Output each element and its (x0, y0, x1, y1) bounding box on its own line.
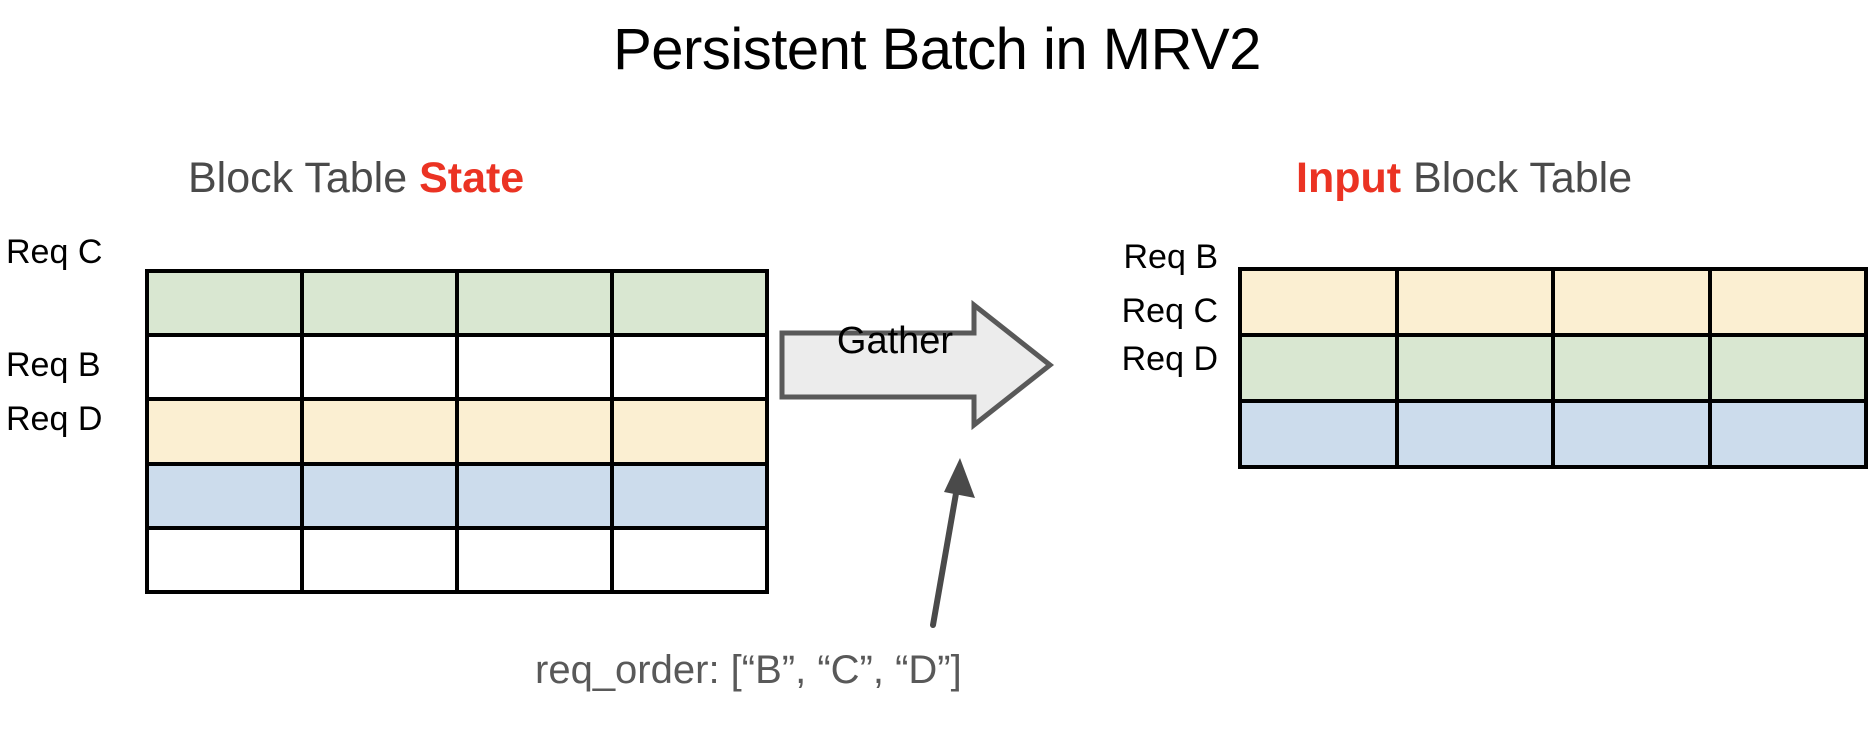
gather-arrow-polygon (779, 299, 1055, 431)
connector-arrowhead (944, 458, 975, 498)
state-cell-r4c0 (149, 529, 300, 590)
input-row-label-0: Req B (1123, 238, 1219, 276)
state-cell-r1c1 (304, 337, 455, 398)
input-row-label-2: Req D (1121, 340, 1218, 378)
state-cell-r0c2 (459, 273, 610, 334)
heading-left-plain: Block Table (188, 154, 420, 202)
req-order-caption: req_order: [“B”, “C”, “D”] (535, 648, 962, 692)
input-cell-r0c2 (1555, 271, 1708, 333)
state-row-label-2: Req B (6, 346, 101, 384)
input-cell-r1c2 (1555, 337, 1708, 399)
state-cell-r0c0 (149, 273, 300, 334)
input-row-label-1: Req C (1121, 292, 1218, 330)
input-cell-r1c3 (1711, 337, 1864, 399)
block-table-input (1238, 267, 1868, 469)
state-cell-r1c2 (459, 337, 610, 398)
state-cell-r2c1 (304, 401, 455, 462)
state-cell-r2c3 (614, 401, 765, 462)
req-order-connector-arrow (930, 458, 975, 628)
input-cell-r2c3 (1711, 403, 1864, 465)
state-row-label-0: Req C (6, 233, 103, 271)
input-cell-r1c1 (1398, 337, 1551, 399)
connector-line (930, 479, 961, 628)
input-cell-r0c1 (1398, 271, 1551, 333)
state-cell-r2c0 (149, 401, 300, 462)
input-cell-r0c0 (1242, 271, 1395, 333)
state-cell-r0c1 (304, 273, 455, 334)
input-cell-r0c3 (1711, 271, 1864, 333)
gather-arrow-shape (779, 299, 1055, 431)
state-cell-r3c0 (149, 465, 300, 526)
heading-input-block-table: Input Block Table (1296, 152, 1632, 204)
heading-block-table-state: Block Table State (188, 152, 524, 204)
input-cell-r2c2 (1555, 403, 1708, 465)
state-cell-r3c2 (459, 465, 610, 526)
state-cell-r0c3 (614, 273, 765, 334)
state-cell-r2c2 (459, 401, 610, 462)
state-cell-r4c3 (614, 529, 765, 590)
input-cell-r2c1 (1398, 403, 1551, 465)
heading-right-accent: Input (1296, 154, 1402, 202)
state-cell-r3c3 (614, 465, 765, 526)
block-table-state (145, 269, 769, 594)
heading-left-accent: State (419, 154, 525, 202)
state-cell-r3c1 (304, 465, 455, 526)
heading-right-plain: Block Table (1401, 154, 1633, 202)
page-title: Persistent Batch in MRV2 (613, 17, 1261, 82)
state-cell-r4c2 (459, 529, 610, 590)
input-cell-r2c0 (1242, 403, 1395, 465)
state-cell-r4c1 (304, 529, 455, 590)
state-cell-r1c3 (614, 337, 765, 398)
state-cell-r1c0 (149, 337, 300, 398)
state-row-label-3: Req D (6, 400, 103, 438)
input-cell-r1c0 (1242, 337, 1395, 399)
